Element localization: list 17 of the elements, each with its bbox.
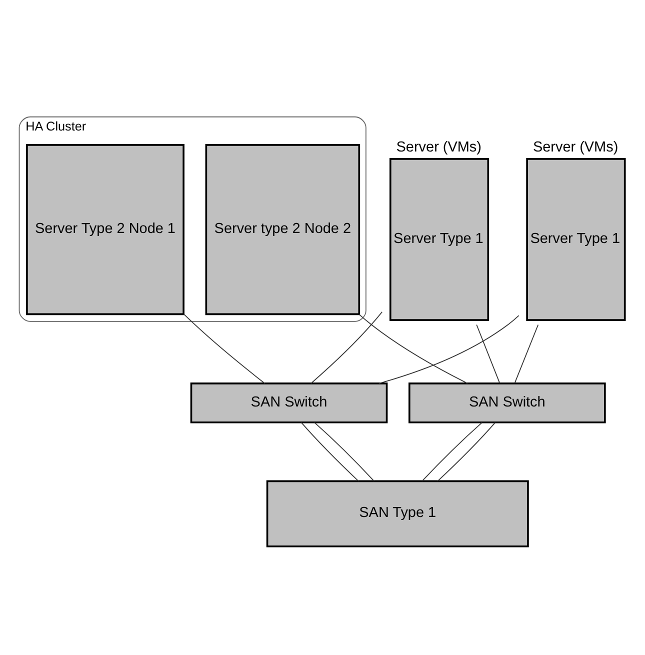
node-label: Server (VMs)	[396, 139, 482, 156]
connector	[378, 314, 520, 384]
connector	[183, 312, 266, 384]
connector	[437, 422, 496, 482]
node-label: Server (VMs)	[532, 139, 618, 156]
node-box: SAN Switch	[408, 382, 606, 423]
connector	[476, 324, 500, 384]
node-box: Server type 2 Node 2	[205, 144, 360, 315]
connector	[422, 422, 482, 482]
node-box: SAN Type 1	[266, 480, 529, 547]
connector	[358, 313, 468, 384]
connector	[314, 422, 375, 482]
connector	[514, 324, 539, 384]
node-box: Server Type 2 Node 1	[26, 144, 184, 315]
connector	[300, 422, 359, 482]
node-box: SAN Switch	[190, 382, 388, 423]
connector	[310, 310, 383, 384]
